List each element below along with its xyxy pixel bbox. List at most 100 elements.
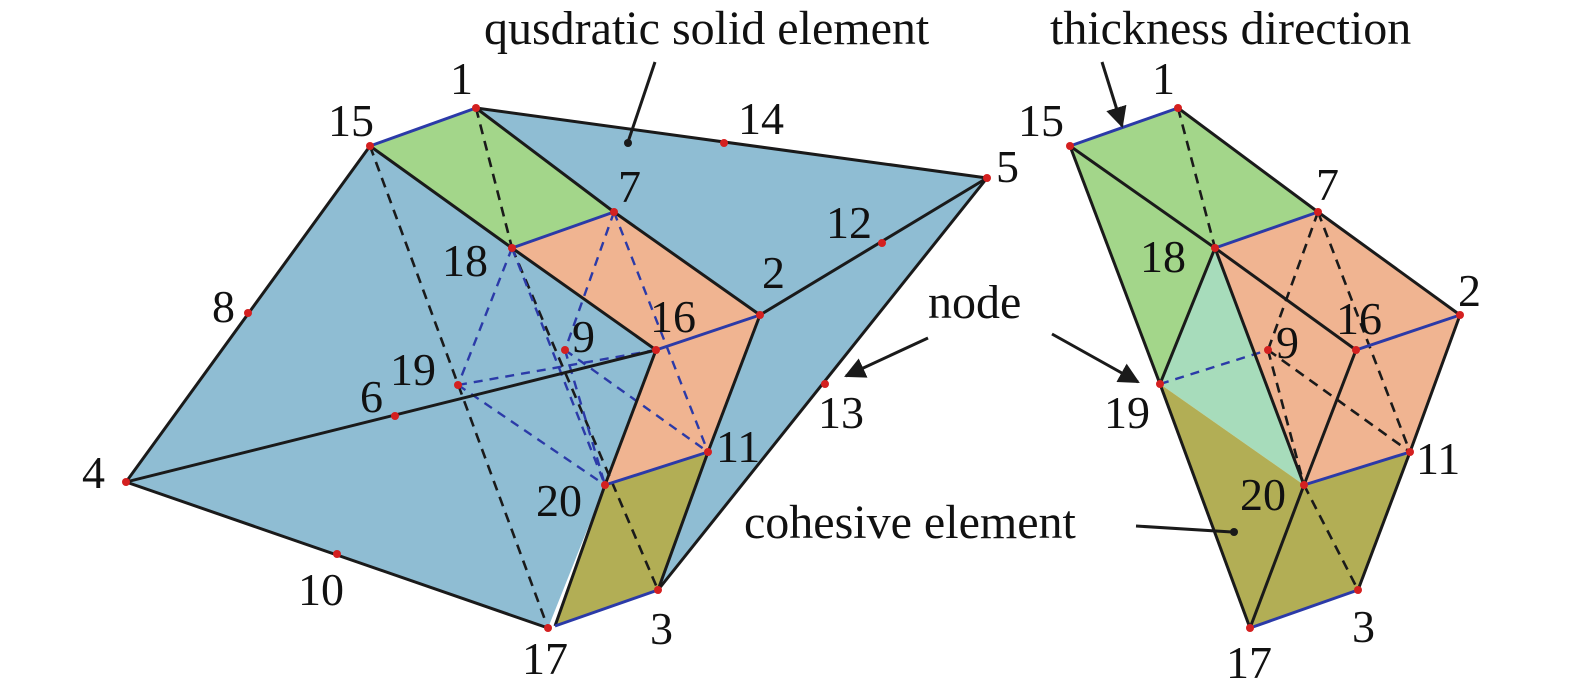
hidden-edge [1266, 211, 1320, 351]
node-label-2: 2 [762, 247, 785, 298]
node-7 [1314, 208, 1322, 216]
edge [475, 106, 615, 214]
hidden-edge [474, 107, 514, 249]
node-label-18: 18 [442, 235, 488, 286]
edge [1213, 247, 1306, 486]
hidden-edge [1159, 348, 1269, 386]
node-17 [1246, 624, 1254, 632]
cohesive-face-side [605, 315, 760, 485]
cohesive-face-bottom [555, 452, 708, 626]
thickness-edge [655, 313, 761, 352]
thickness-edge [1214, 210, 1319, 250]
node-label-20: 20 [1240, 469, 1286, 520]
node-13 [821, 380, 829, 388]
hidden-edge [1266, 349, 1306, 486]
node-label-9: 9 [1276, 317, 1299, 368]
hidden-edge [1267, 348, 1411, 454]
thickness-edge [604, 450, 709, 487]
cohesive-face-bottom [1250, 452, 1410, 628]
right-nodes [1066, 104, 1464, 632]
thickness-edge [511, 210, 615, 250]
hidden-edge [1302, 484, 1360, 591]
node-8 [244, 309, 252, 317]
node-label-13: 13 [818, 387, 864, 438]
cohesive-face-top [370, 108, 614, 248]
edge [369, 144, 513, 250]
edge [553, 484, 607, 627]
cohesive-element-arrow [1135, 524, 1233, 534]
node-6 [391, 412, 399, 420]
right-element-figure: 1 2 3 7 9 11 15 16 17 18 19 20 [1018, 53, 1481, 688]
node-label-14: 14 [738, 93, 784, 144]
node-label-3: 3 [650, 603, 673, 654]
annotation-node: node [928, 276, 1021, 329]
thickness-direction-arrow [1100, 61, 1127, 129]
solid-element-arrow-dot [624, 139, 632, 147]
edge [706, 314, 762, 453]
node-label-7: 7 [618, 161, 641, 212]
edge [1158, 247, 1217, 385]
hidden-edge [457, 384, 606, 486]
solid-face-left [126, 146, 656, 628]
node-10 [333, 550, 341, 558]
edge [1302, 349, 1358, 486]
edge [1214, 246, 1357, 352]
node-label-1: 1 [1152, 53, 1175, 104]
node-17 [544, 624, 552, 632]
edge [1408, 314, 1462, 453]
node-label-18: 18 [1140, 231, 1186, 282]
cohesive-face-left-top [1070, 146, 1215, 384]
node-7 [610, 208, 618, 216]
node-19 [454, 381, 462, 389]
node-label-11: 11 [716, 421, 760, 472]
annotation-solid-element: qusdratic solid element [484, 2, 930, 55]
node-16 [1352, 346, 1360, 354]
edge [1356, 451, 1412, 591]
cohesive-face-top [1070, 108, 1318, 248]
edge [1158, 383, 1252, 629]
cohesive-face-side [1304, 315, 1460, 485]
node-3 [1354, 586, 1362, 594]
node-19 [1156, 380, 1164, 388]
node-label-8: 8 [212, 281, 235, 332]
hidden-edge [612, 211, 710, 453]
edge [511, 246, 657, 352]
node-label-16: 16 [650, 291, 696, 342]
node-2 [1456, 311, 1464, 319]
annotations: qusdratic solid element thickness direct… [484, 2, 1411, 549]
node-label-15: 15 [328, 95, 374, 146]
cohesive-face-inner [1160, 248, 1304, 485]
annotation-cohesive-element: cohesive element [744, 496, 1077, 549]
node-18 [508, 244, 516, 252]
node-label-12: 12 [826, 197, 872, 248]
node-20 [1300, 481, 1308, 489]
left-node-labels: 1 2 3 4 5 6 7 8 9 10 11 12 13 14 15 16 1… [82, 53, 1019, 684]
solid-element-arrow [626, 61, 657, 143]
node-label-10: 10 [298, 564, 344, 615]
node-12 [878, 239, 886, 247]
node-20 [601, 481, 609, 489]
node-label-6: 6 [360, 371, 383, 422]
edge [1317, 210, 1461, 317]
cohesive-face-front [1215, 212, 1460, 485]
edge [1069, 144, 1216, 250]
node-16 [652, 346, 660, 354]
edge [1248, 484, 1306, 629]
edge [656, 451, 710, 591]
node-11 [704, 448, 712, 456]
node-9 [561, 346, 569, 354]
right-node-labels: 1 2 3 7 9 11 15 16 17 18 19 20 [1018, 53, 1481, 688]
edge [759, 176, 988, 317]
node-arrow-left [844, 336, 929, 378]
node-4 [122, 478, 130, 486]
node-11 [1406, 448, 1414, 456]
cohesive-element-arrow-dot [1230, 528, 1238, 536]
edge [613, 210, 761, 317]
thickness-edge [1249, 588, 1359, 630]
edge [1177, 106, 1319, 214]
hidden-edge [457, 348, 657, 387]
annotation-thickness-direction: thickness direction [1050, 2, 1411, 55]
node-label-7: 7 [1316, 159, 1339, 210]
node-label-16: 16 [1336, 293, 1382, 344]
